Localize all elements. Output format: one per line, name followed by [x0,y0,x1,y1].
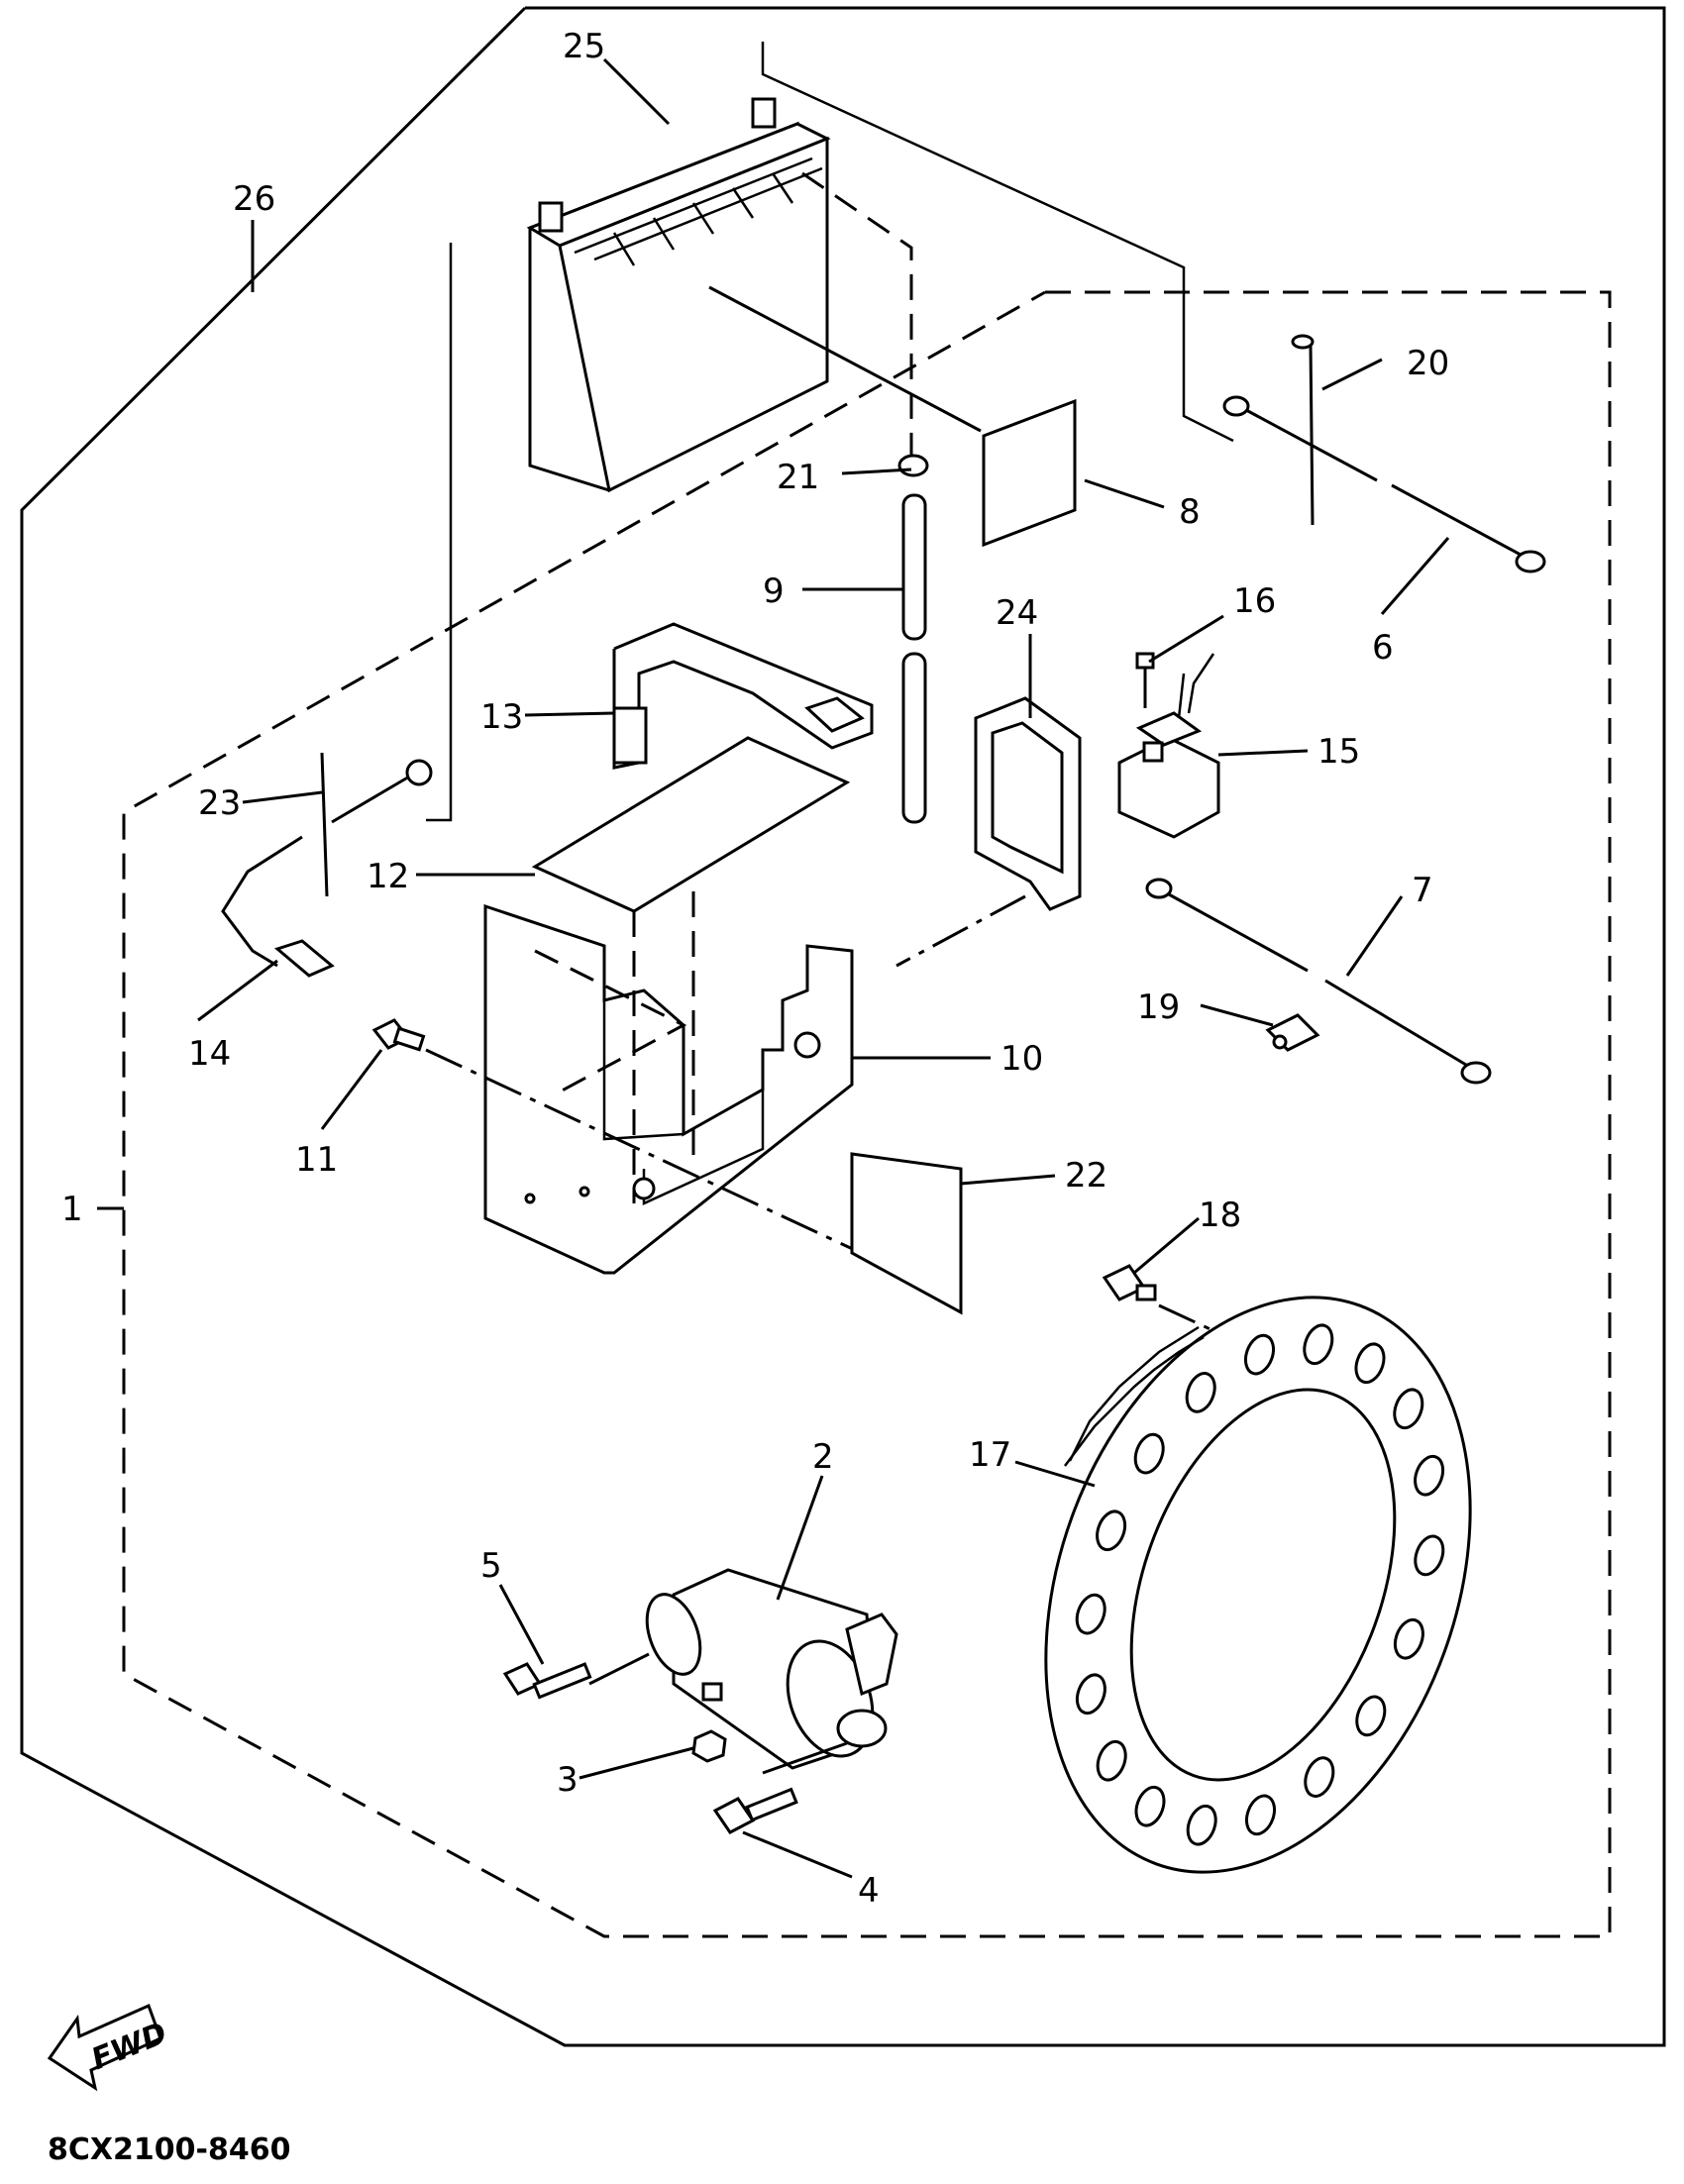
disc-hole [1244,1794,1277,1836]
callout-20: 20 [1407,344,1449,383]
cable-14 [221,752,433,978]
disc-hole [1414,1534,1445,1577]
callout-13: 13 [480,697,523,737]
disc-hole [1393,1617,1424,1660]
starter-to-bolt4-line [762,1741,848,1775]
drawing-code: 8CX2100-8460 [48,2132,290,2167]
callout-labels: 26 1 25 20 21 8 9 6 24 16 13 15 23 12 7 … [61,27,1449,1911]
battery-to-label-leader [708,285,982,433]
clamp-19 [1265,1013,1320,1052]
callout-25: 25 [563,27,605,66]
bolt-11-axis [425,1048,873,1260]
callout-3: 3 [557,1760,579,1800]
callout-21: 21 [777,458,819,497]
cable-20 [1222,334,1546,573]
callout-18: 18 [1199,1196,1241,1235]
disc-hole [1185,1372,1216,1413]
cover-link-line [895,894,1026,968]
bolt-5 [502,1662,592,1700]
bolt-4 [712,1787,798,1834]
rubber-pad [982,398,1077,548]
callout-22: 22 [1065,1156,1107,1196]
callout-14: 14 [188,1034,231,1074]
starter-to-bolt5-line [588,1652,650,1686]
callout-11: 11 [295,1140,338,1180]
callout-10: 10 [1000,1039,1043,1079]
bolt-18 [1102,1264,1157,1301]
battery-band [612,622,874,770]
disc-hole [1096,1739,1127,1782]
fwd-arrow-icon: FWD [47,2003,172,2092]
callout-17: 17 [969,1435,1011,1475]
callout-4: 4 [858,1871,880,1911]
callout-12: 12 [367,857,409,896]
disc-hole [1186,1804,1217,1846]
callout-6: 6 [1372,628,1394,668]
battery [526,97,831,493]
disc-hole [1075,1593,1106,1635]
starter-motor [645,1568,898,1770]
starter-relay [1117,653,1220,839]
callout-26: 26 [233,179,275,219]
disc-hole [1414,1454,1445,1497]
disc-holes [1075,1323,1445,1846]
disc-hole [1303,1323,1334,1366]
callout-8: 8 [1179,492,1201,532]
battery-sheet [531,736,851,913]
disc-hole [1393,1388,1424,1430]
disc-hole [1354,1342,1386,1385]
disc-hole [1096,1509,1127,1552]
plate-22 [850,1152,963,1315]
disc-hole [1075,1673,1106,1716]
callout-2: 2 [812,1437,834,1477]
battery-cover [974,696,1082,911]
callout-23: 23 [198,783,241,823]
kit-boundary-26 [20,6,1666,2047]
disc-hole [1134,1785,1166,1827]
callout-15: 15 [1317,732,1360,772]
bolt-11 [371,1018,426,1052]
disc-hole [1243,1333,1276,1376]
assembly-boundary-1 [122,290,1612,1938]
nut-3 [691,1729,727,1763]
cable-7 [1145,878,1492,1085]
callout-5: 5 [480,1546,502,1586]
leader-lines [97,57,1450,1879]
callout-19: 19 [1137,988,1180,1027]
callout-9: 9 [763,572,785,611]
disc-hole [1304,1756,1335,1798]
starter-gear-disc [1044,1296,1472,1874]
callout-7: 7 [1412,871,1433,910]
battery-case [483,903,854,1275]
callout-24: 24 [996,593,1038,633]
callout-1: 1 [61,1190,83,1229]
breather-tube [897,454,929,824]
callout-16: 16 [1233,581,1276,621]
disc-hole [1355,1695,1387,1737]
disc-hole [1133,1432,1165,1475]
battery-outline-lines [426,42,1234,822]
